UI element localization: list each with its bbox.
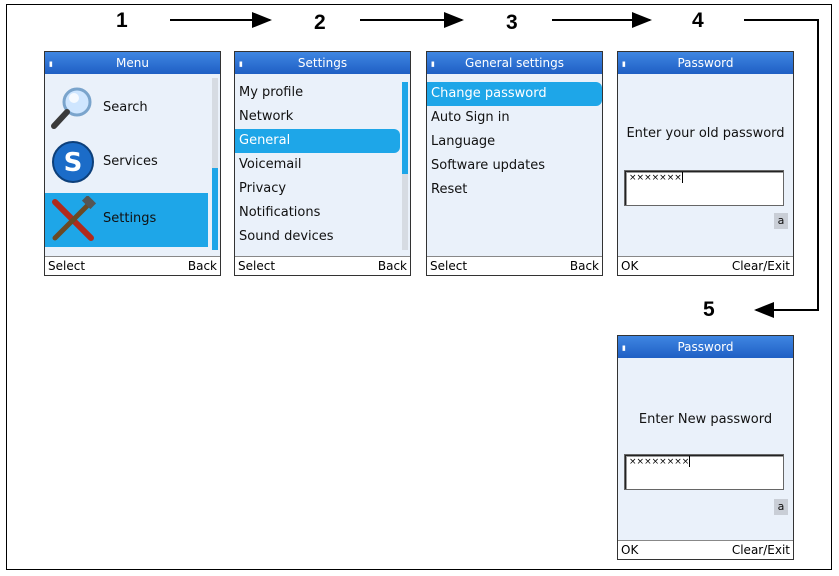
screen-new-password: ▮ Password Enter New password ×××××××× a… bbox=[617, 335, 794, 560]
softkey-bar: Select Back bbox=[235, 256, 410, 275]
screen-title-bar: ▮ Menu bbox=[45, 52, 220, 74]
softkey-select[interactable]: Select bbox=[48, 259, 86, 273]
text-cursor bbox=[681, 172, 683, 183]
scrollbar-thumb[interactable] bbox=[212, 168, 218, 250]
screen-title: Menu bbox=[116, 56, 149, 70]
password-prompt: Enter New password bbox=[638, 412, 773, 427]
softkey-back[interactable]: Back bbox=[187, 259, 217, 273]
screen-title-bar: ▮ Settings bbox=[235, 52, 410, 74]
softkey-bar: OK Clear/Exit bbox=[618, 540, 793, 559]
step-number-1: 1 bbox=[116, 9, 128, 32]
menu-item-label: Services bbox=[103, 154, 158, 169]
screen-title: Settings bbox=[297, 56, 348, 70]
list-item[interactable]: My profile bbox=[239, 85, 304, 100]
new-password-input[interactable]: ×××××××× bbox=[624, 454, 784, 490]
menu-item-label: Settings bbox=[103, 211, 157, 226]
settings-tools-icon bbox=[52, 196, 97, 241]
softkey-ok[interactable]: OK bbox=[621, 543, 639, 557]
skype-services-icon: S bbox=[52, 141, 94, 183]
list-item[interactable]: Privacy bbox=[239, 181, 287, 196]
scrollbar[interactable] bbox=[402, 82, 408, 250]
search-icon bbox=[51, 87, 92, 129]
screen-menu: ▮ Menu Search S Services Settings Select… bbox=[44, 51, 221, 276]
signal-icon: ▮ bbox=[622, 344, 626, 352]
step-number-5: 5 bbox=[703, 298, 715, 321]
input-mode-indicator[interactable]: a bbox=[774, 499, 788, 515]
masked-password: ××××××× bbox=[629, 173, 682, 183]
softkey-bar: Select Back bbox=[45, 256, 220, 275]
masked-password: ×××××××× bbox=[629, 457, 690, 467]
menu-item-label: Search bbox=[103, 100, 148, 115]
screen-title-bar: ▮ Password bbox=[618, 52, 793, 74]
figure-frame bbox=[6, 4, 832, 570]
signal-icon: ▮ bbox=[431, 60, 435, 68]
screen-title-bar: ▮ Password bbox=[618, 336, 793, 358]
softkey-bar: OK Clear/Exit bbox=[618, 256, 793, 275]
step-number-2: 2 bbox=[314, 11, 326, 34]
menu-item-search[interactable]: Search bbox=[45, 82, 208, 136]
screen-title: Password bbox=[677, 340, 734, 354]
list-item[interactable]: Software updates bbox=[431, 158, 546, 173]
menu-item-services[interactable]: S Services bbox=[45, 136, 208, 190]
signal-icon: ▮ bbox=[49, 60, 53, 68]
softkey-select[interactable]: Select bbox=[238, 259, 276, 273]
old-password-input[interactable]: ××××××× bbox=[624, 170, 784, 206]
list-item[interactable]: Voicemail bbox=[239, 157, 302, 172]
softkey-back[interactable]: Back bbox=[377, 259, 407, 273]
softkey-clear-exit[interactable]: Clear/Exit bbox=[731, 259, 790, 273]
screen-general-settings: ▮ General settings Change password Auto … bbox=[426, 51, 603, 276]
list-item[interactable]: Sound devices bbox=[239, 229, 334, 244]
softkey-back[interactable]: Back bbox=[569, 259, 599, 273]
softkey-bar: Select Back bbox=[427, 256, 602, 275]
list-item-selected[interactable]: Change password bbox=[427, 82, 602, 106]
screen-settings: ▮ Settings My profile Network General Vo… bbox=[234, 51, 411, 276]
step-number-4: 4 bbox=[692, 9, 704, 32]
list-item[interactable]: Notifications bbox=[239, 205, 321, 220]
list-item[interactable]: Network bbox=[239, 109, 294, 124]
list-item[interactable]: Reset bbox=[431, 182, 468, 197]
softkey-clear-exit[interactable]: Clear/Exit bbox=[731, 543, 790, 557]
softkey-ok[interactable]: OK bbox=[621, 259, 639, 273]
input-mode-indicator[interactable]: a bbox=[774, 213, 788, 229]
softkey-select[interactable]: Select bbox=[430, 259, 468, 273]
general-settings-list: Change password Auto Sign in Language So… bbox=[427, 82, 602, 202]
screen-title-bar: ▮ General settings bbox=[427, 52, 602, 74]
signal-icon: ▮ bbox=[239, 60, 243, 68]
scrollbar[interactable] bbox=[212, 78, 218, 250]
text-cursor bbox=[689, 456, 691, 467]
list-item[interactable]: Auto Sign in bbox=[431, 110, 510, 125]
password-prompt: Enter your old password bbox=[626, 126, 785, 141]
scrollbar-thumb[interactable] bbox=[402, 82, 408, 174]
settings-list: My profile Network General Voicemail Pri… bbox=[235, 81, 400, 249]
screen-title: General settings bbox=[465, 56, 564, 70]
signal-icon: ▮ bbox=[622, 60, 626, 68]
list-item-selected[interactable]: General bbox=[235, 129, 400, 153]
svg-text:S: S bbox=[64, 148, 83, 178]
screen-title: Password bbox=[677, 56, 734, 70]
menu-item-settings[interactable]: Settings bbox=[45, 193, 208, 247]
screen-old-password: ▮ Password Enter your old password ×××××… bbox=[617, 51, 794, 276]
list-item[interactable]: Language bbox=[431, 134, 496, 149]
arrow-4-to-5 bbox=[744, 19, 819, 318]
step-number-3: 3 bbox=[506, 11, 518, 34]
